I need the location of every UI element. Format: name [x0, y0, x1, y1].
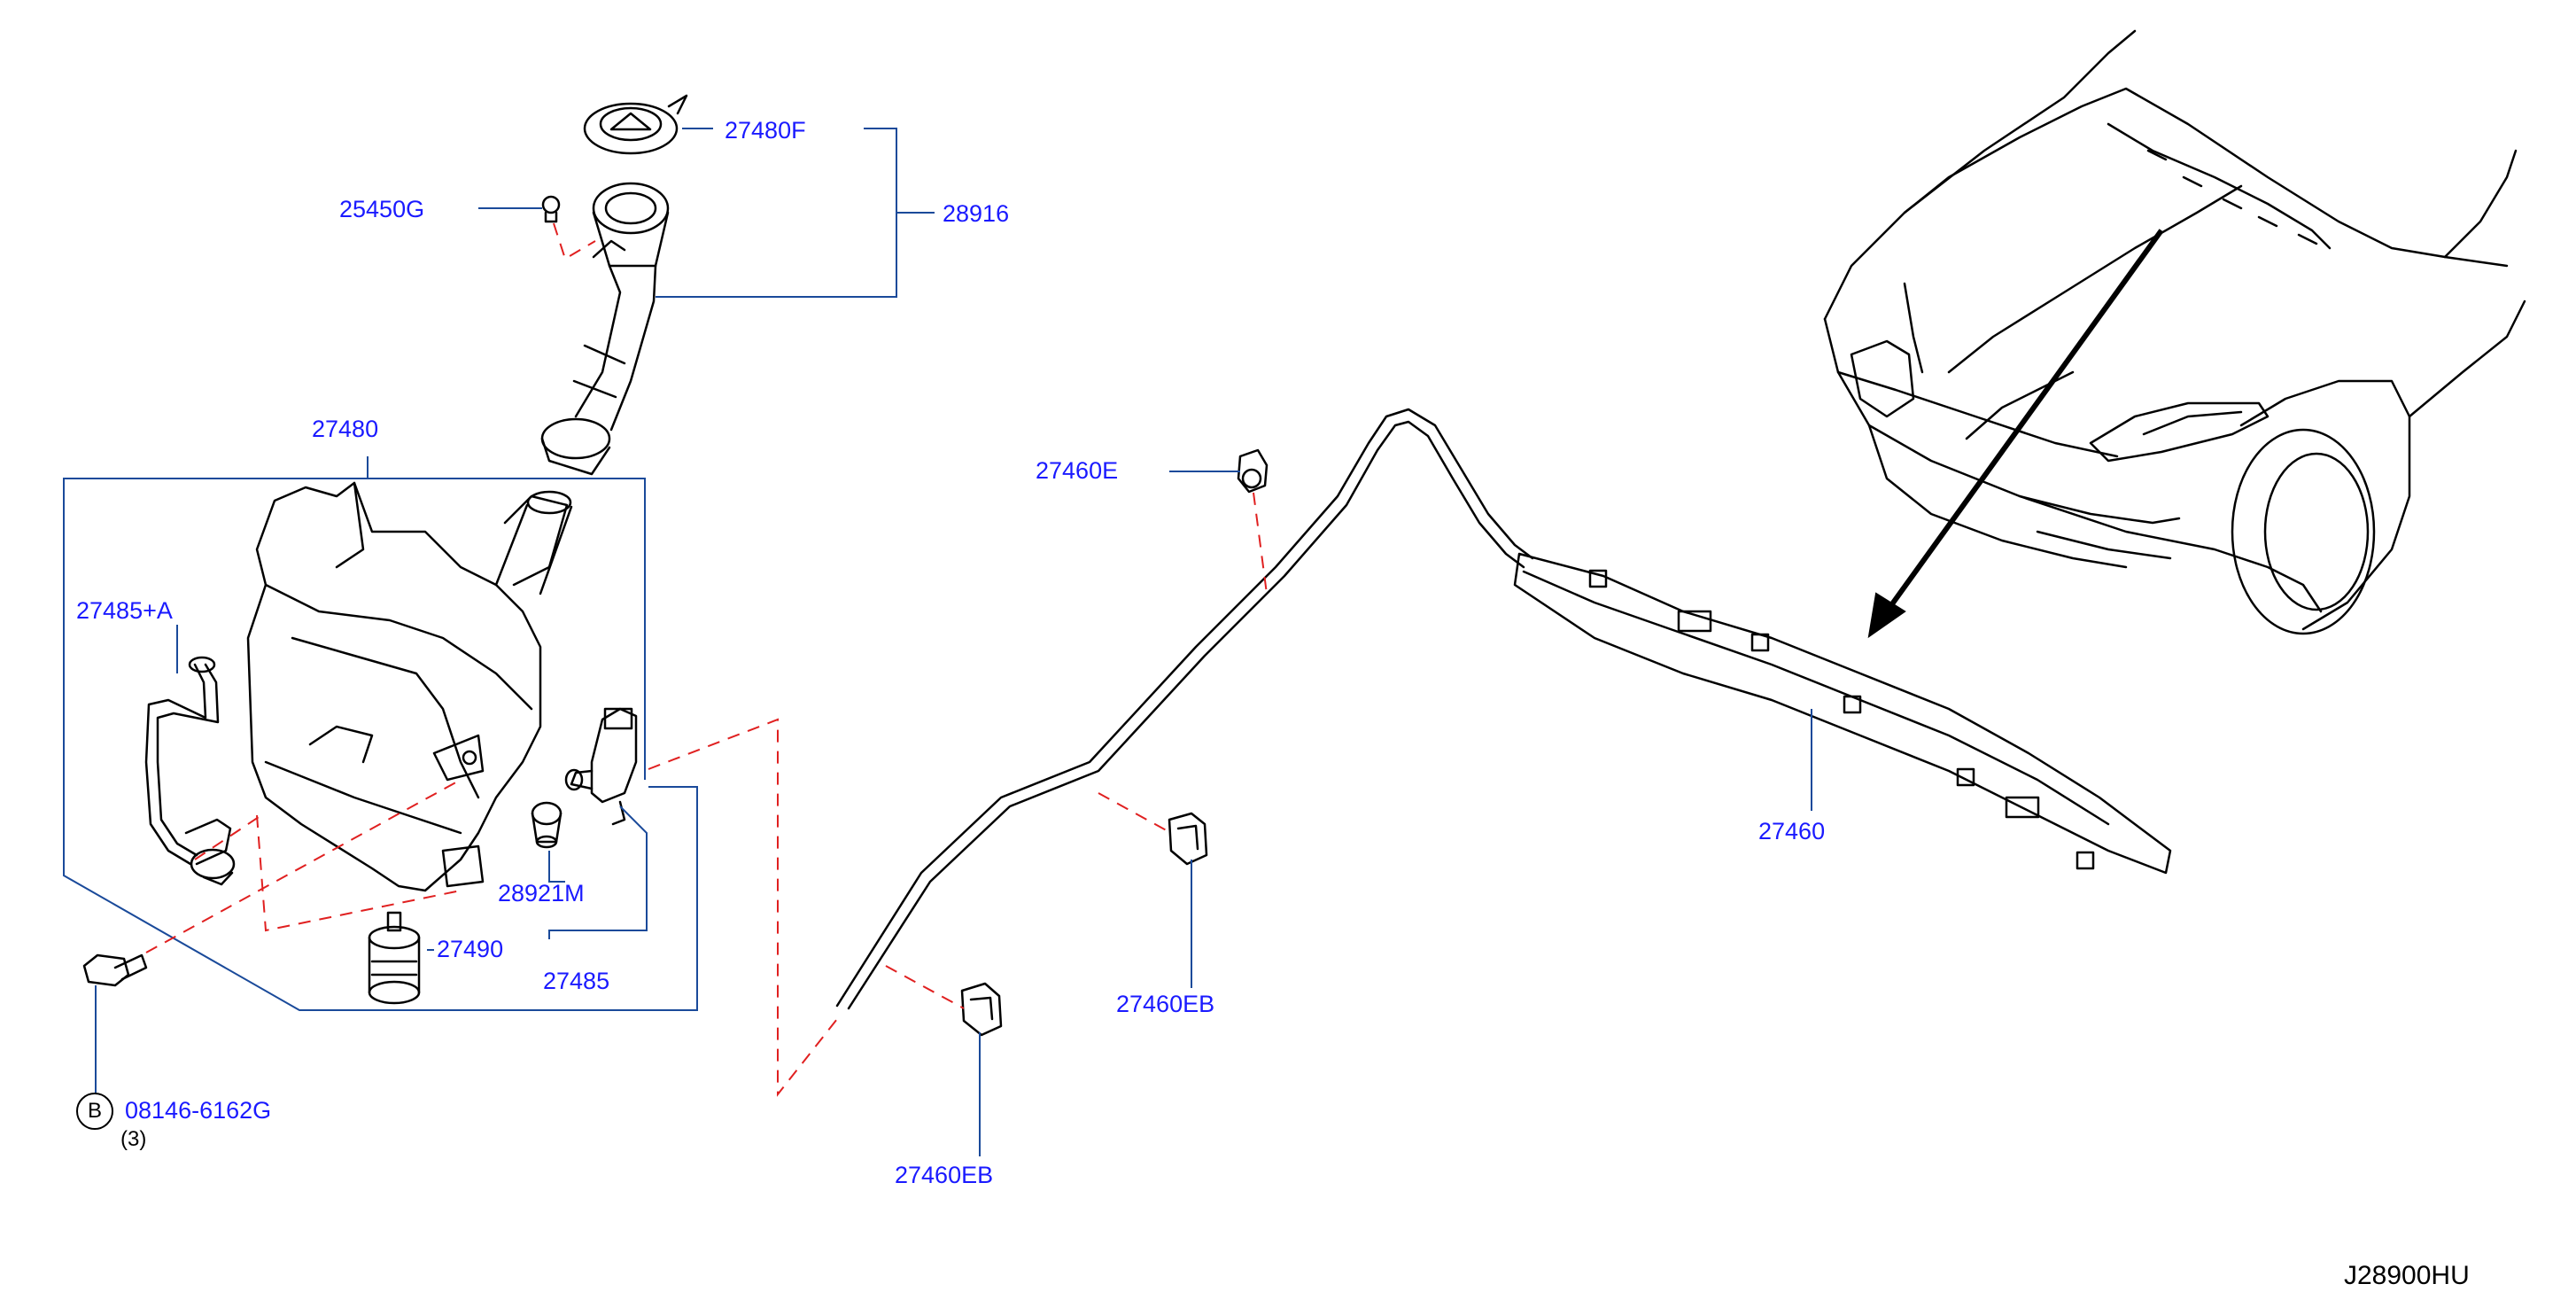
label-27485-a[interactable]: 27485+A — [76, 597, 173, 624]
diagram-reference: J28900HU — [2344, 1261, 2470, 1290]
filler-pipe-part[interactable] — [540, 182, 670, 476]
grommet-part[interactable] — [531, 801, 563, 849]
level-sensor-part[interactable] — [368, 911, 421, 1005]
hose-part[interactable] — [144, 656, 236, 886]
label-27480[interactable]: 27480 — [312, 416, 379, 442]
washer-tank-part[interactable] — [246, 481, 573, 892]
label-08146-6162g[interactable]: 08146-6162G — [125, 1097, 272, 1124]
screw-part[interactable] — [541, 195, 561, 223]
label-27460[interactable]: 27460 — [1758, 818, 1826, 844]
leader-lines — [63, 128, 1812, 1156]
direction-arrow — [1867, 229, 2164, 639]
strip-clips — [1588, 569, 2095, 870]
bolt-quantity: (3) — [120, 1127, 147, 1151]
label-27460eb-lower[interactable]: 27460EB — [895, 1162, 994, 1188]
label-27490[interactable]: 27490 — [437, 936, 504, 962]
bolt-marker-b: B — [76, 1093, 113, 1130]
label-28921m[interactable]: 28921M — [498, 880, 585, 906]
label-27480f[interactable]: 27480F — [725, 117, 806, 144]
vehicle-overview — [1823, 29, 2526, 635]
pump-part[interactable] — [564, 707, 638, 826]
clip-eb-1-part[interactable] — [1168, 812, 1208, 866]
alignment-lines — [145, 222, 1268, 1097]
filler-cap-part[interactable] — [583, 94, 688, 155]
label-25450g[interactable]: 25450G — [339, 196, 425, 222]
label-28916[interactable]: 28916 — [943, 200, 1010, 227]
washer-tube-part[interactable] — [835, 408, 2172, 1010]
clip-e-part[interactable] — [1237, 448, 1269, 494]
bolt-part[interactable] — [82, 953, 148, 987]
clip-eb-2-part[interactable] — [960, 982, 1003, 1037]
label-27460e[interactable]: 27460E — [1036, 457, 1119, 484]
label-27485[interactable]: 27485 — [543, 968, 610, 994]
label-27460eb-upper[interactable]: 27460EB — [1116, 991, 1215, 1017]
